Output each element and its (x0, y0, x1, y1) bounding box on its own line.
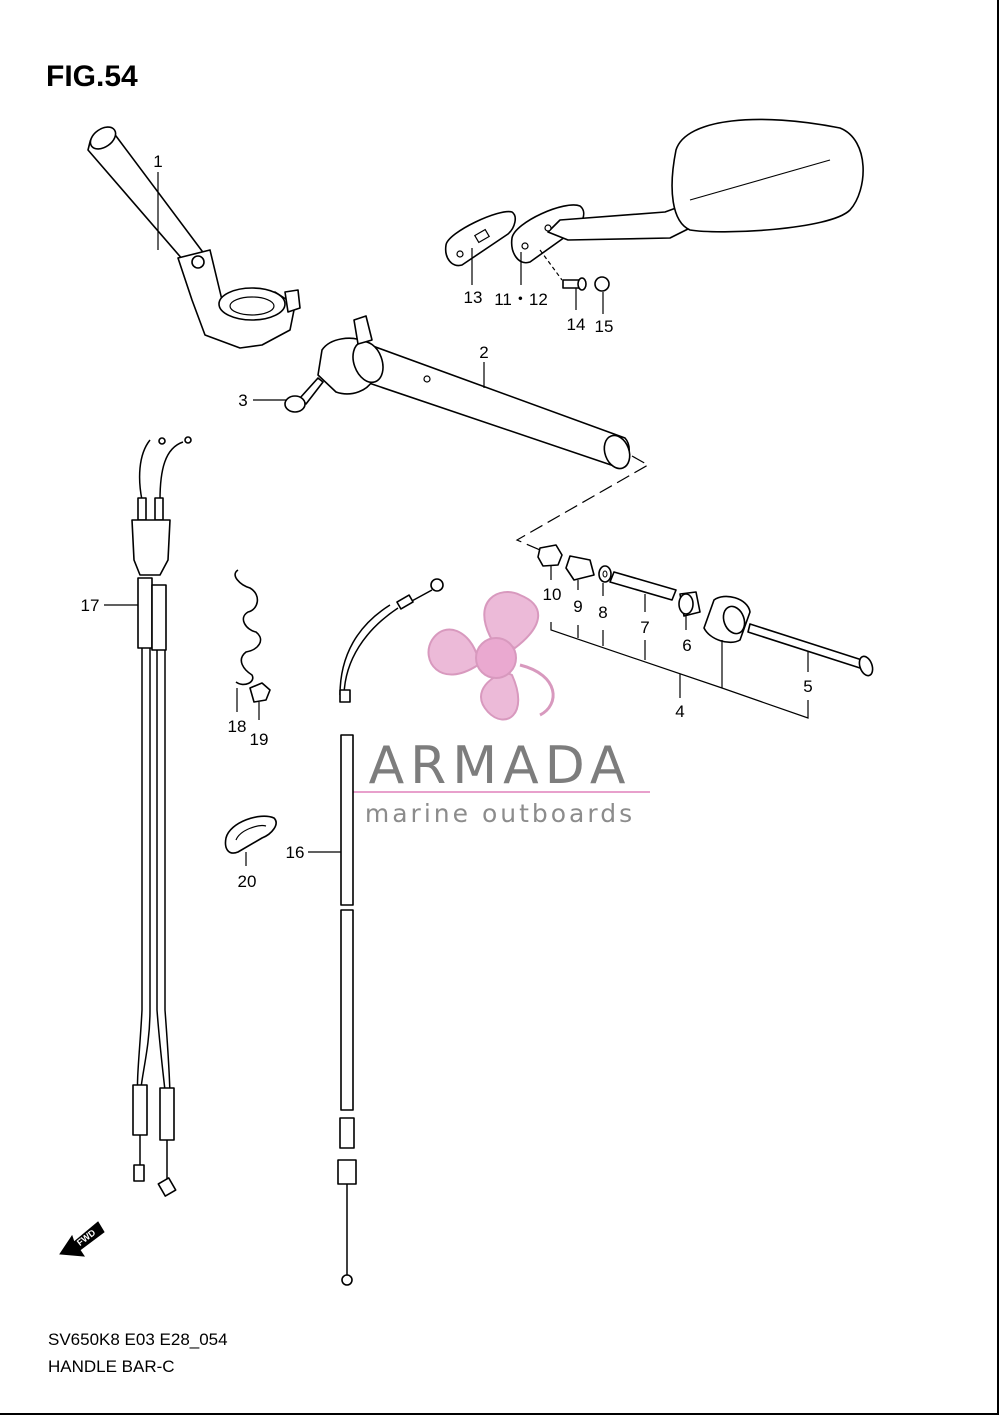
callout-10: 10 (543, 585, 562, 604)
part-3-bolt (284, 377, 324, 413)
model-code: SV650K8 E03 E28_054 (48, 1330, 228, 1349)
callout-9: 9 (573, 597, 582, 616)
callout-2: 2 (479, 343, 488, 362)
callout-11-12: 11・12 (494, 290, 548, 309)
part-5-screw (747, 623, 874, 677)
armada-logo (427, 591, 555, 721)
part-4-weight (703, 595, 751, 644)
callout-18: 18 (228, 717, 247, 736)
part-13-mirror-plate (444, 210, 517, 267)
callout-5: 5 (803, 677, 812, 696)
part-14-screw (562, 277, 587, 291)
callout-7: 7 (640, 618, 649, 637)
callout-15: 15 (595, 317, 614, 336)
callout-13: 13 (464, 288, 483, 307)
callout-4: 4 (675, 702, 684, 721)
callout-19: 19 (250, 730, 269, 749)
callout-8: 8 (598, 603, 607, 622)
part-18-clamp (234, 569, 262, 686)
part-9-collar (565, 555, 595, 581)
part-1-handlebar-left (87, 126, 301, 349)
callout-3: 3 (238, 391, 247, 410)
callout-1: 1 (153, 152, 162, 171)
callout-17: 17 (81, 596, 100, 615)
part-11-12-mirror (510, 118, 864, 264)
figure-name: HANDLE BAR-C (48, 1357, 175, 1376)
fwd-arrow-icon: FWD (59, 1221, 105, 1257)
part-6-spacer (678, 591, 701, 617)
figure-title: FIG.54 (46, 60, 138, 93)
watermark-brand: ARMADA (369, 736, 632, 796)
callout-16: 16 (286, 843, 305, 862)
callout-14: 14 (567, 315, 586, 334)
part-10-nut (537, 544, 563, 567)
part-7-rod (609, 571, 677, 601)
callout-6: 6 (682, 636, 691, 655)
part-8-washer (598, 565, 612, 583)
part-15-cap (594, 276, 610, 292)
callout-20: 20 (238, 872, 257, 891)
part-19-bolt (249, 682, 271, 703)
part-17-throttle-cables (131, 436, 192, 1197)
part-2-handlebar-tube (317, 315, 631, 470)
part-20-clip (224, 815, 277, 854)
part-16-cable (337, 578, 444, 1286)
watermark-tagline: marine outboards (365, 799, 635, 828)
